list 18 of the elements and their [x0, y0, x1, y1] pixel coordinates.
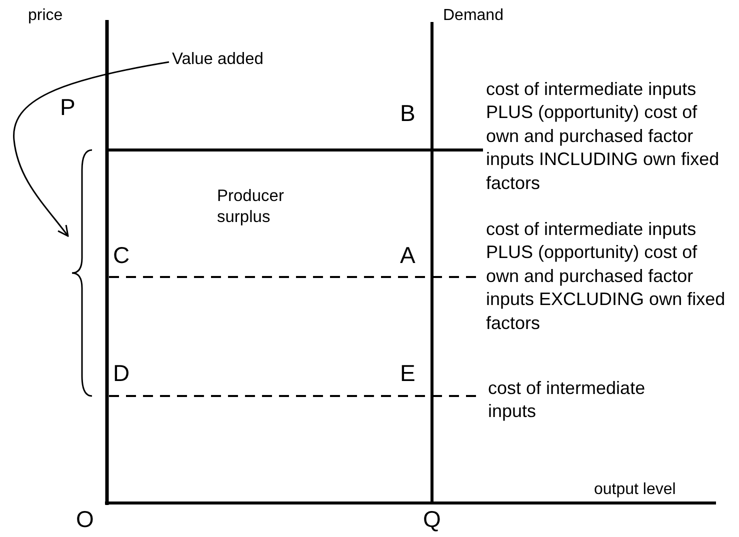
cost-description: cost of intermediate inputs PLUS (opportunity) cost of own and purchased factor inputs INCLUDING own fixed factors: [486, 78, 720, 195]
point-label: P: [60, 94, 76, 122]
point-label: E: [400, 360, 416, 388]
point-label: B: [400, 100, 416, 128]
curve-label: Demand: [443, 6, 504, 26]
axis-label: output level: [594, 480, 676, 500]
axis-label: price: [28, 6, 63, 26]
point-label: A: [400, 242, 416, 270]
origin-label: O: [76, 506, 94, 534]
point-label: D: [113, 360, 130, 388]
point-label: C: [113, 242, 130, 270]
curved-arrow: [13, 61, 170, 237]
cost-description: cost of intermediate inputs: [488, 377, 646, 424]
brace-shape: [72, 150, 92, 396]
area-label: Producer surplus: [217, 186, 285, 228]
annotation-text: Value added: [172, 50, 264, 70]
cost-description: cost of intermediate inputs PLUS (opportunity) cost of own and purchased factor inputs EXCLUDING own fixed factors: [486, 218, 726, 335]
point-label: Q: [423, 506, 441, 534]
